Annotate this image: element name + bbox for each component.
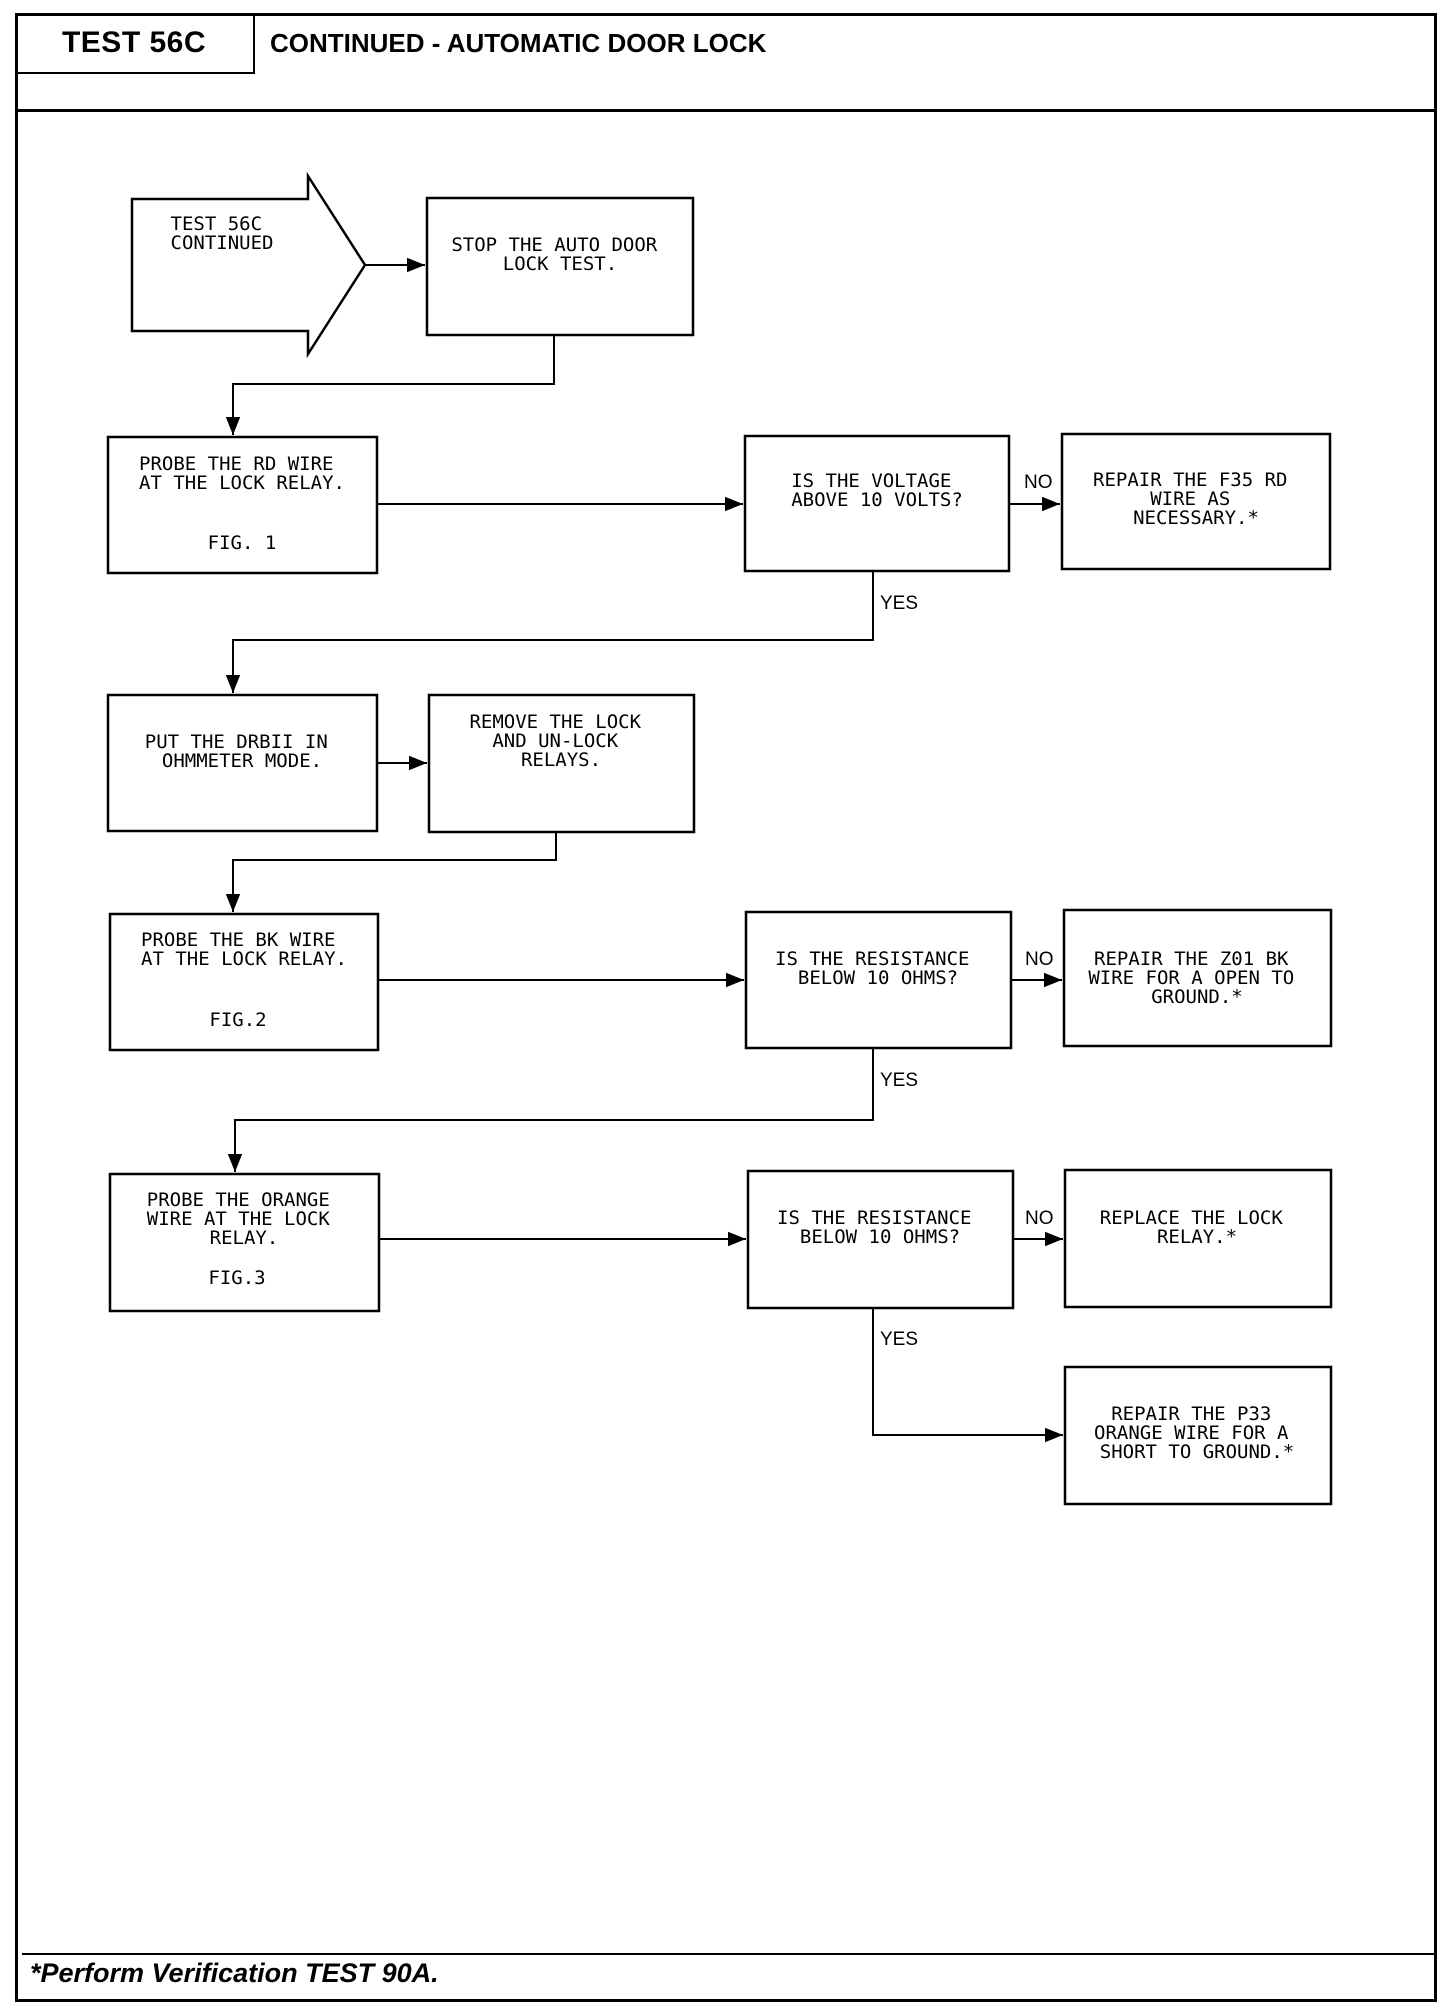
svg-text:REMOVE THE LOCK AND UN: REMOVE THE LOCK AND UN-LOCK RELAYS. xyxy=(469,711,652,771)
decision-resistance-below-10-ohms-orange: IS THE RESISTANCE BELOW 10 OHMS? xyxy=(746,1169,1015,1310)
step-probe-orange-wire: PROBE THE ORANGE WIRE AT THE LOCK RELAY.… xyxy=(108,1172,381,1313)
connector-remove-relays-to-probe-bk xyxy=(225,832,557,912)
action-replace-lock-relay: REPLACE THE LOCK RELAY.* xyxy=(1063,1168,1333,1309)
svg-text:REPAIR THE F35 RD WIRE: REPAIR THE F35 RD WIRE AS NECESSARY.* xyxy=(1093,469,1299,529)
action-repair-f35-rd-wire: REPAIR THE F35 RD WIRE AS NECESSARY.* xyxy=(1060,432,1332,571)
decision-resistance-below-10-ohms-bk: IS THE RESISTANCE BELOW 10 OHMS? xyxy=(744,910,1013,1050)
label-yes-voltage: YES xyxy=(880,593,918,614)
action-repair-p33-orange-wire: REPAIR THE P33 ORANGE WIRE FOR A SHORT T… xyxy=(1063,1365,1333,1506)
connector-resistance-bk-yes xyxy=(227,1048,874,1172)
svg-text:REPLACE THE LOCK RELAY: REPLACE THE LOCK RELAY.* xyxy=(1100,1207,1294,1248)
step-stop-auto-door-lock-test: STOP THE AUTO DOOR LOCK TEST. xyxy=(425,196,695,337)
svg-text:REPAIR THE Z01 BK WIRE: REPAIR THE Z01 BK WIRE FOR A OPEN TO GRO… xyxy=(1088,948,1305,1008)
footer-divider xyxy=(22,1953,1437,1955)
svg-text:IS THE VOLTAGE ABOVE 1: IS THE VOLTAGE ABOVE 10 VOLTS? xyxy=(791,470,963,511)
label-yes-resistance-bk: YES xyxy=(880,1070,918,1091)
svg-text:REPAIR THE P33 ORANGE: REPAIR THE P33 ORANGE WIRE FOR A SHORT T… xyxy=(1094,1403,1300,1463)
figure-ref-2: FIG.2 xyxy=(209,1009,266,1031)
svg-text:PROBE THE RD WIRE AT T: PROBE THE RD WIRE AT THE LOCK RELAY. xyxy=(139,453,345,494)
svg-text:PROBE THE ORANGE WIRE: PROBE THE ORANGE WIRE AT THE LOCK RELAY. xyxy=(147,1189,341,1249)
step-put-drbii-ohmmeter-mode: PUT THE DRBII IN OHMMETER MODE. xyxy=(106,693,379,833)
label-no-resistance-bk: NO xyxy=(1025,949,1054,970)
step-probe-rd-wire: PROBE THE RD WIRE AT THE LOCK RELAY. FIG… xyxy=(106,435,379,575)
decision-voltage-above-10-volts: IS THE VOLTAGE ABOVE 10 VOLTS? xyxy=(743,434,1011,573)
page-frame xyxy=(15,13,1437,2002)
label-yes-resistance-orange: YES xyxy=(880,1329,918,1350)
svg-text:PROBE THE BK WIRE AT T: PROBE THE BK WIRE AT THE LOCK RELAY. xyxy=(141,929,347,970)
step-remove-lock-relays: REMOVE THE LOCK AND UN-LOCK RELAYS. xyxy=(427,693,696,834)
figure-ref-3: FIG.3 xyxy=(208,1267,265,1289)
svg-text:PUT THE DRBII IN OHMME: PUT THE DRBII IN OHMMETER MODE. xyxy=(145,731,339,772)
figure-ref-1: FIG. 1 xyxy=(208,532,277,554)
test-id-cell: TEST 56C xyxy=(15,13,255,74)
connector-resistance-orange-yes xyxy=(872,1308,1063,1443)
label-no-resistance-orange: NO xyxy=(1025,1208,1054,1229)
verification-note: *Perform Verification TEST 90A. xyxy=(30,1958,439,1988)
header-divider xyxy=(15,109,1437,112)
svg-text:TEST 56C CONTINUED: TEST 56C CONTINUED xyxy=(171,213,274,254)
connector-stop-to-probe-rd xyxy=(225,335,555,435)
start-arrow: TEST 56C CONTINUED xyxy=(130,171,367,359)
connector-lines xyxy=(225,257,1063,1443)
page-title: CONTINUED - AUTOMATIC DOOR LOCK xyxy=(270,28,767,58)
svg-text:IS THE RESISTANCE BELO: IS THE RESISTANCE BELOW 10 OHMS? xyxy=(777,1207,983,1248)
label-no-voltage: NO xyxy=(1024,472,1053,493)
svg-text:STOP THE AUTO DOOR LOC: STOP THE AUTO DOOR LOCK TEST. xyxy=(451,234,668,275)
connector-voltage-yes xyxy=(225,571,874,693)
action-repair-z01-bk-wire: REPAIR THE Z01 BK WIRE FOR A OPEN TO GRO… xyxy=(1062,908,1333,1048)
svg-text:IS THE RESISTANCE BELO: IS THE RESISTANCE BELOW 10 OHMS? xyxy=(775,948,981,989)
step-probe-bk-wire: PROBE THE BK WIRE AT THE LOCK RELAY. FIG… xyxy=(108,912,380,1052)
